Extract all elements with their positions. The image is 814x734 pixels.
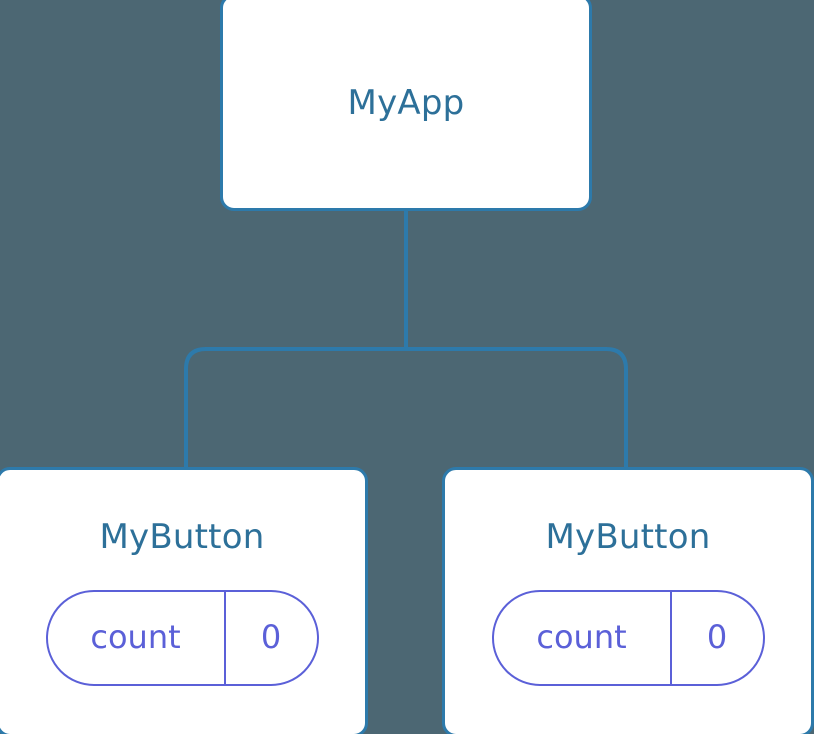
state-pill[interactable]: count 0 (45, 590, 319, 686)
connector-bus-left (184, 347, 406, 468)
node-myapp[interactable]: MyApp (220, 0, 592, 211)
state-value: 0 (223, 592, 317, 684)
node-title: MyApp (347, 82, 465, 123)
state-value: 0 (669, 592, 763, 684)
node-title: MyButton (99, 517, 265, 557)
state-pill[interactable]: count 0 (491, 590, 765, 686)
node-mybutton-right[interactable]: MyButton count 0 (442, 467, 814, 734)
connector-bus-right (406, 347, 628, 468)
state-key: count (90, 618, 181, 656)
state-key: count (536, 618, 627, 656)
node-title: MyButton (545, 517, 711, 557)
node-mybutton-left[interactable]: MyButton count 0 (0, 467, 368, 734)
